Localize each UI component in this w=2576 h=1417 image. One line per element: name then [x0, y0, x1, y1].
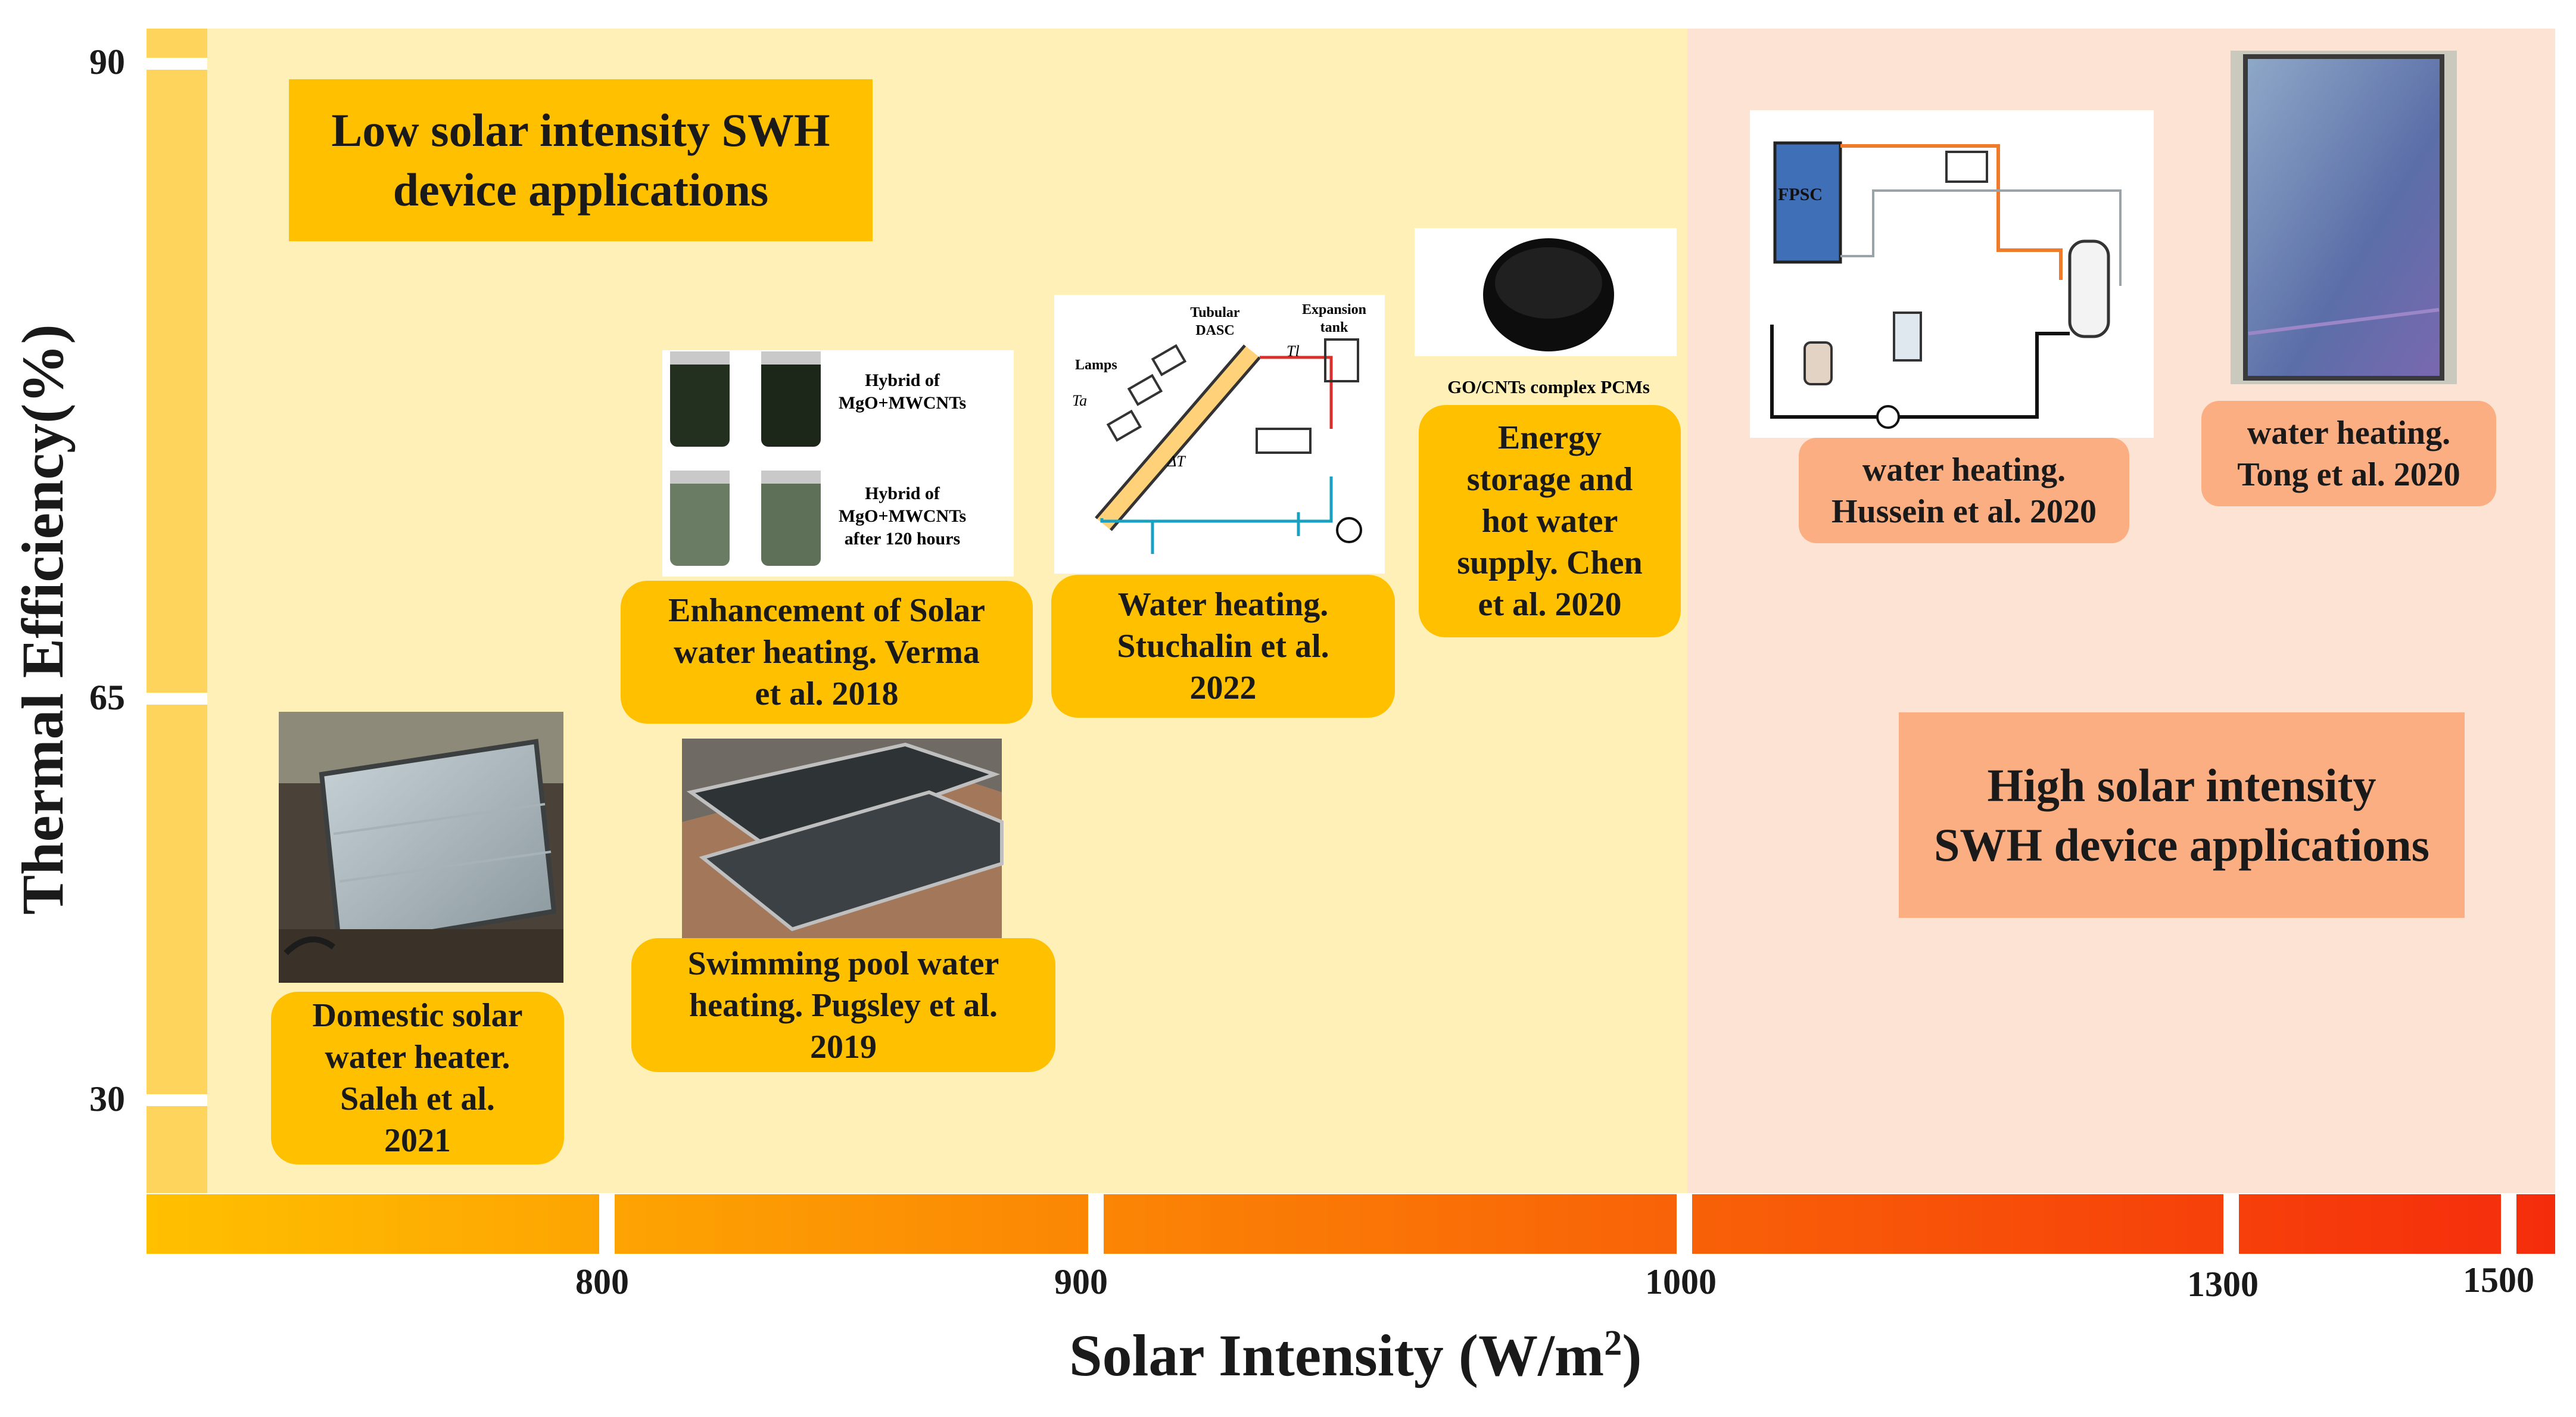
callout-chen-line: supply. Chen — [1457, 544, 1643, 581]
dasc-tl-label: Tl — [1287, 342, 1300, 360]
callout-pugsley-line: heating. Pugsley et al. — [689, 986, 998, 1024]
dasc-schematic — [1054, 295, 1385, 574]
callout-chen: Energy storage and hot water supply. Che… — [1419, 405, 1681, 637]
mgo-label-bottom-line: MgO+MWCNTs — [838, 506, 967, 526]
mgo-label-top: Hybrid of MgO+MWCNTs — [822, 369, 983, 415]
x-tick-gap-800 — [599, 1194, 615, 1254]
pcm-sample-photo — [1415, 228, 1677, 356]
callout-stuchalin-line: Water heating. — [1117, 586, 1329, 623]
callout-tong: water heating. Tong et al. 2020 — [2201, 401, 2496, 506]
y-tick-mark-90 — [147, 58, 207, 70]
callout-saleh-line: 2021 — [384, 1122, 451, 1159]
pugsley-photo — [682, 739, 1004, 940]
x-tick-gap-1300 — [2223, 1194, 2239, 1254]
dasc-lamps-label: Lamps — [1075, 357, 1117, 373]
x-axis-title-sup: 2 — [1604, 1323, 1622, 1363]
mgo-label-bottom-line: after 120 hours — [844, 529, 961, 549]
high-zone-title-line1: High solar intensity — [1987, 759, 2376, 811]
x-axis-bar — [147, 1194, 2555, 1254]
low-zone-title: Low solar intensity SWH device applicati… — [289, 79, 873, 241]
callout-pugsley-line: Swimming pool water — [687, 945, 999, 982]
callout-saleh-line: Saleh et al. — [340, 1080, 495, 1117]
pcm-caption: GO/CNTs complex PCMs — [1447, 376, 1650, 397]
x-axis-title-main: Solar Intensity (W/m — [1069, 1322, 1605, 1388]
callout-saleh: Domestic solar water heater. Saleh et al… — [271, 992, 564, 1164]
mgo-label-bottom-line: Hybrid of — [865, 484, 940, 503]
x-tick-label-900: 900 — [1054, 1262, 1108, 1301]
high-zone-title-line2: SWH device applications — [1933, 818, 2430, 871]
x-tick-label-1300: 1300 — [2187, 1265, 2259, 1304]
mgo-label-bottom: Hybrid of MgO+MWCNTs after 120 hours — [822, 482, 983, 550]
dasc-tubular-label: Tubular DASC — [1176, 304, 1254, 340]
y-tick-mark-30 — [147, 1094, 207, 1106]
fpsc-system-schematic — [1750, 110, 2154, 438]
y-tick-label-90: 90 — [89, 42, 125, 82]
callout-verma: Enhancement of Solar water heating. Verm… — [621, 581, 1033, 724]
y-tick-mark-65 — [147, 693, 207, 705]
callout-pugsley: Swimming pool water heating. Pugsley et … — [631, 938, 1055, 1072]
fpsc-label: FPSC — [1778, 185, 1823, 204]
dasc-ta-label: Ta — [1072, 392, 1088, 409]
dasc-tubular-line: Tubular — [1190, 305, 1240, 320]
callout-pugsley-line: 2019 — [810, 1028, 877, 1066]
dasc-dt-label: ΔT — [1167, 453, 1185, 470]
dasc-tubular-line: DASC — [1195, 323, 1235, 338]
tong-panel-photo — [2231, 51, 2457, 384]
x-tick-gap-1000 — [1677, 1194, 1692, 1254]
dasc-expansion-line: Expansion — [1301, 302, 1367, 317]
callout-stuchalin-line: 2022 — [1189, 669, 1257, 706]
y-axis-title: Thermal Efficiency(%) — [10, 324, 76, 915]
callout-tong-line: water heating. — [2247, 414, 2451, 451]
callout-chen-line: storage and — [1466, 461, 1633, 498]
y-axis-bar — [147, 29, 207, 1193]
callout-verma-line: et al. 2018 — [755, 675, 899, 712]
y-tick-label-30: 30 — [89, 1079, 125, 1119]
callout-chen-line: et al. 2020 — [1478, 586, 1622, 623]
x-tick-gap-900 — [1088, 1194, 1104, 1254]
low-zone-title-line2: device applications — [393, 164, 769, 216]
x-axis-title-close: ) — [1622, 1322, 1642, 1388]
saleh-photo — [279, 712, 563, 983]
callout-verma-line: water heating. Verma — [674, 634, 980, 671]
callout-saleh-line: water heater. — [325, 1039, 510, 1076]
x-tick-label-1500: 1500 — [2463, 1260, 2534, 1300]
callout-saleh-line: Domestic solar — [312, 997, 523, 1034]
callout-tong-line: Tong et al. 2020 — [2237, 456, 2460, 493]
callout-verma-line: Enhancement of Solar — [668, 592, 985, 629]
callout-stuchalin-line: Stuchalin et al. — [1117, 628, 1329, 665]
mgo-label-top-line: MgO+MWCNTs — [838, 393, 967, 413]
callout-hussein-line: Hussein et al. 2020 — [1831, 493, 2097, 530]
callout-stuchalin: Water heating. Stuchalin et al. 2022 — [1051, 575, 1395, 718]
low-zone-title-line1: Low solar intensity SWH — [331, 104, 830, 156]
y-tick-label-65: 65 — [89, 678, 125, 717]
mgo-hybrid-figure — [662, 350, 1014, 577]
mgo-label-top-line: Hybrid of — [865, 370, 940, 390]
callout-chen-line: hot water — [1481, 503, 1618, 540]
x-tick-gap-1500 — [2501, 1194, 2516, 1254]
callout-hussein-line: water heating. — [1862, 451, 2066, 488]
callout-chen-line: Energy — [1497, 419, 1602, 456]
x-tick-label-800: 800 — [575, 1262, 629, 1301]
high-zone-title: High solar intensity SWH device applicat… — [1899, 712, 2465, 918]
x-axis-title: Solar Intensity (W/m2) — [1069, 1321, 1642, 1390]
x-tick-label-1000: 1000 — [1645, 1262, 1717, 1301]
callout-hussein: water heating. Hussein et al. 2020 — [1799, 438, 2129, 543]
dasc-expansion-line: tank — [1320, 320, 1348, 335]
dasc-expansion-label: Expansion tank — [1284, 301, 1385, 337]
